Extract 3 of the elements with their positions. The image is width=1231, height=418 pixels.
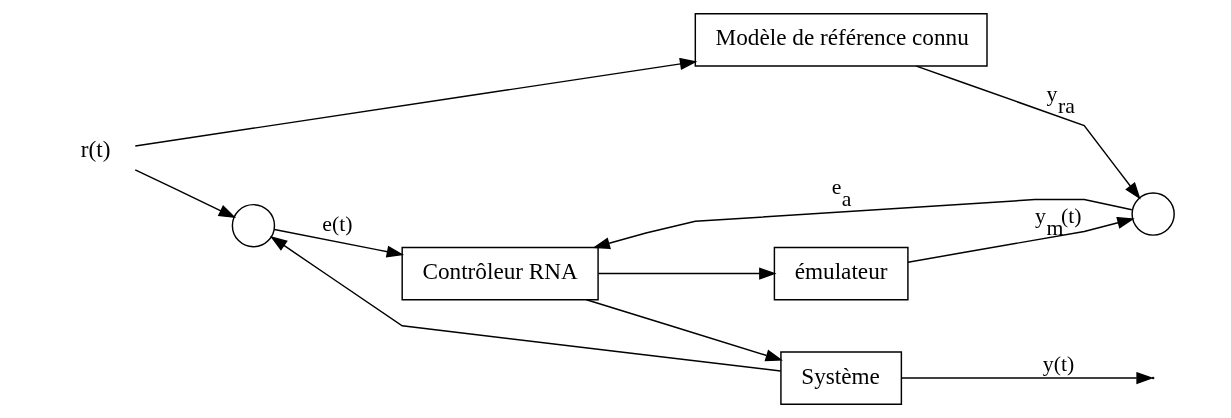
edge-label: y(t) [1042, 351, 1075, 376]
node-text: r(t) [80, 136, 111, 163]
edge-label: e(t) [322, 212, 353, 237]
